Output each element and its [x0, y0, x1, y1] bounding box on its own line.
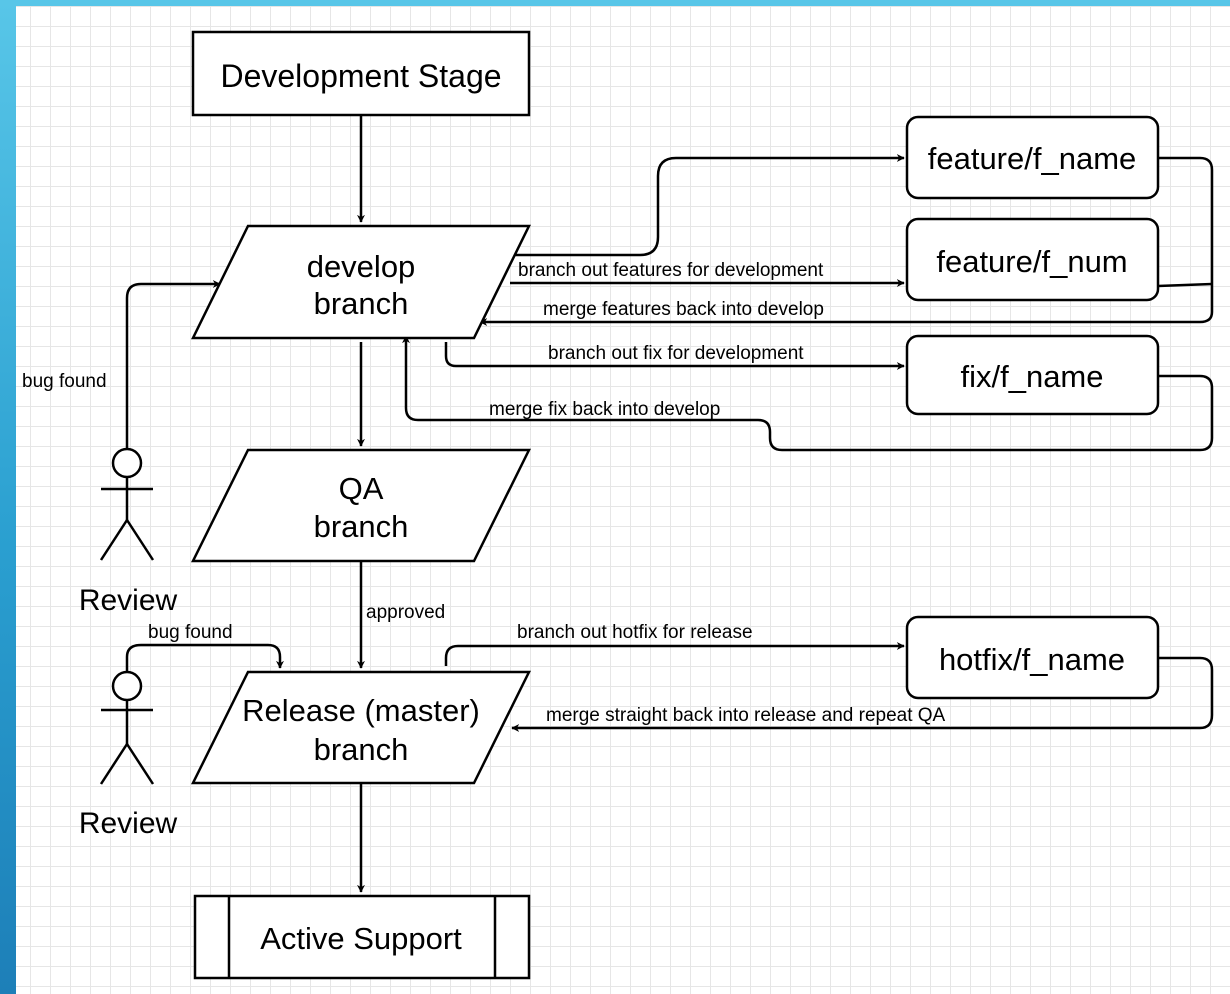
actor-review-top [99, 447, 155, 561]
qa-branch-label-line2: branch [314, 509, 409, 544]
develop-branch-label-line2: branch [314, 286, 409, 321]
flowchart-diagram: Development Stage develop branch QA bran… [22, 30, 1214, 980]
edge-label-merge-features: merge features back into develop [543, 299, 824, 320]
edge-label-bug-found-top: bug found [22, 371, 107, 392]
fix-f-name-label: fix/f_name [960, 359, 1103, 394]
edge-label-merge-fix: merge fix back into develop [489, 399, 720, 420]
edge-label-approved: approved [366, 602, 445, 623]
edge-merge-fix [402, 335, 1214, 452]
edge-label-branch-hotfix: branch out hotfix for release [517, 622, 753, 643]
node-qa-branch: QA branch [190, 448, 532, 563]
edge-bug-found-bottom [125, 643, 284, 672]
development-stage-label: Development Stage [220, 58, 501, 94]
feature-f-num-label: feature/f_num [936, 244, 1127, 279]
edge-label-merge-hotfix: merge straight back into release and rep… [546, 705, 946, 726]
edge-branch-hotfix [444, 642, 905, 666]
release-branch-label-line2: branch [314, 732, 409, 767]
edge-branch-fix [444, 342, 905, 370]
actor-review-bottom-label: Review [79, 807, 178, 840]
edges [125, 116, 1214, 893]
release-branch-label-line1: Release (master) [242, 693, 480, 728]
node-development-stage: Development Stage [191, 30, 531, 117]
edge-label-branch-fix: branch out fix for development [548, 343, 804, 364]
node-active-support: Active Support [193, 894, 531, 980]
edge-merge-features [479, 156, 1214, 326]
active-support-label: Active Support [260, 921, 462, 956]
qa-branch-label-line1: QA [339, 471, 384, 506]
edge-branch-feature-f-name [510, 154, 905, 257]
node-feature-f-name: feature/f_name [905, 115, 1160, 200]
node-hotfix-f-name: hotfix/f_name [905, 615, 1160, 700]
node-develop-branch: develop branch [190, 224, 532, 340]
node-fix-f-name: fix/f_name [905, 334, 1160, 416]
node-release-branch: Release (master) branch [190, 670, 532, 785]
hotfix-f-name-label: hotfix/f_name [939, 642, 1125, 677]
develop-branch-label-line1: develop [307, 249, 416, 284]
edge-label-branch-features: branch out features for development [518, 260, 824, 281]
diagram-canvas: Development Stage develop branch QA bran… [16, 6, 1230, 994]
edge-merge-hotfix [511, 656, 1214, 732]
actor-review-top-label: Review [79, 584, 178, 617]
edge-label-bug-found-bottom: bug found [148, 622, 233, 643]
feature-f-name-label: feature/f_name [928, 141, 1137, 176]
node-feature-f-num: feature/f_num [905, 217, 1160, 302]
actor-review-bottom [99, 670, 155, 785]
edge-bug-found-top [125, 280, 221, 448]
edge-feature-f-num-to-merge [1157, 282, 1213, 288]
actor-head [111, 447, 143, 479]
actor-head [111, 670, 143, 702]
